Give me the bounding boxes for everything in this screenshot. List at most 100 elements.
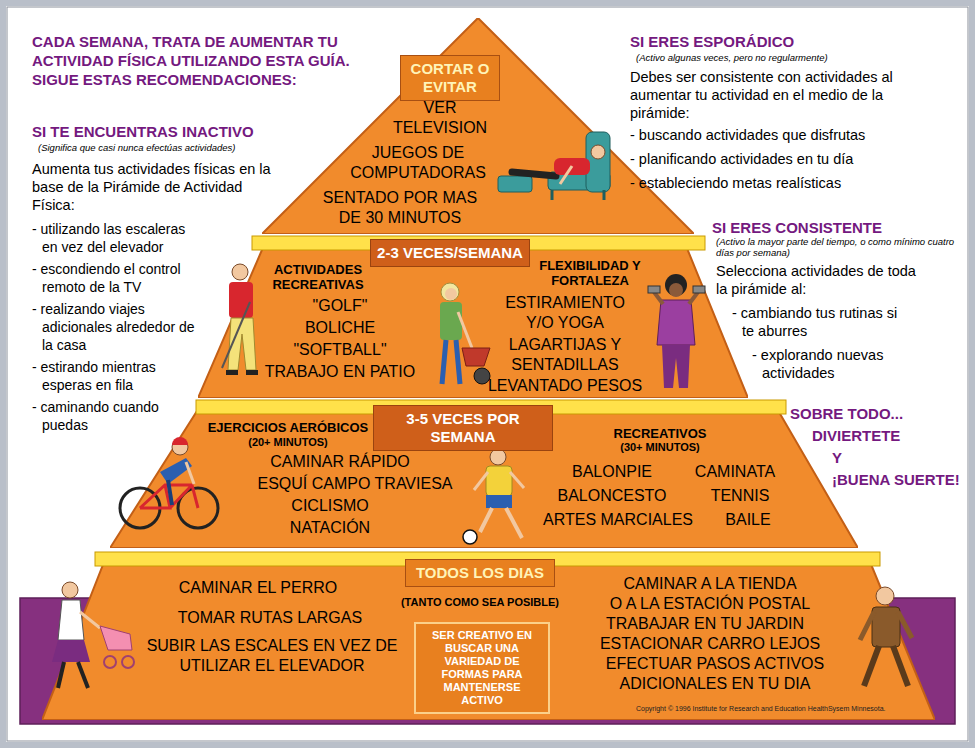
label-slot: - planificando actividades en tu día: [630, 150, 930, 168]
side-note: - explorando nuevas actividades: [752, 346, 922, 382]
side-note: Y: [832, 448, 872, 467]
text-slot: JUEGOS DE COMPUTADORAS: [343, 143, 493, 183]
label-slot: DIVIERTETE: [812, 426, 952, 445]
text-slot: ESTACIONAR CARRO LEJOS: [580, 634, 840, 654]
weightlifter: [689, 292, 698, 304]
woman-stroller: [80, 612, 100, 628]
text-slot: ESQUÍ CAMPO TRAVIESA: [225, 474, 485, 494]
pyramid-tier: VER TELEVISION JUEGOS DE COMPUTADORAS SENT…: [262, 18, 694, 234]
activity-text: VER TELEVISION: [385, 98, 495, 138]
gardener-wheelbarrow: [441, 283, 459, 301]
text-slot: VER TELEVISION: [385, 98, 495, 138]
side-note: - planificando actividades en tu día: [630, 150, 930, 168]
text-slot: BALONPIE: [552, 462, 672, 482]
activity-text: EFECTUAR PASOS ACTIVOS: [585, 654, 845, 674]
walking-man: [864, 646, 879, 686]
walking-man: [860, 587, 912, 686]
text-slot: CICLISMO: [270, 496, 390, 516]
text-slot: ARTES MARCIALES: [533, 510, 703, 530]
text-slot: CAMINAR A LA TIENDA: [580, 574, 840, 594]
armchair: [498, 176, 532, 192]
tv-watcher: [512, 172, 556, 176]
side-note: Aumenta tus actividades físicas en la ba…: [32, 160, 277, 214]
label-slot: SI TE ENCUENTRAS INACTIVO: [32, 122, 332, 141]
label-slot: (Activo la mayor parte del tiempo, o com…: [716, 236, 961, 258]
activity-text: BAILE: [708, 510, 788, 530]
gardener-wheelbarrow: [456, 340, 460, 384]
text-slot: "GOLF": [240, 296, 440, 316]
woman-stroller: [78, 662, 88, 688]
side-note: SI TE ENCUENTRAS INACTIVO: [32, 122, 332, 141]
weightlifter: [648, 286, 660, 293]
text-slot: CAMINAR RÁPIDO: [230, 452, 450, 472]
side-note: SI ERES CONSISTENTE: [712, 218, 962, 237]
text-slot: TOMAR RUTAS LARGAS: [160, 608, 380, 628]
tv-watcher: [560, 166, 572, 184]
soccer-player: [510, 472, 524, 488]
side-note: - escondiendo el control remoto de la TV: [32, 260, 197, 296]
woman-stroller: [58, 600, 84, 640]
box-text: 2-3 VECES/SEMANA: [377, 244, 523, 262]
activity-text: FLEXIBILIDAD Y FORTALEZA: [525, 258, 655, 288]
weightlifter: [665, 274, 687, 296]
activity-text: SENTADO POR MAS DE 30 MINUTOS: [320, 188, 480, 228]
activity-text: JUEGOS DE COMPUTADORAS: [343, 143, 493, 183]
woman-stroller: [100, 626, 132, 650]
poster-title: CADA SEMANA, TRATA DE AUMENTAR TU ACTIVI…: [32, 32, 362, 89]
box-text: SER CREATIVO EN BUSCAR UNA VARIEDAD DE F…: [422, 629, 542, 707]
side-note: Copyright © 1996 Institute for Research …: [636, 704, 936, 713]
tier-header-box: TODOS LOS DIAS: [405, 559, 555, 587]
soccer-player: [486, 466, 512, 496]
side-note: DIVIERTETE: [812, 426, 952, 445]
woman-stroller: [122, 656, 134, 668]
side-note: (Activo la mayor parte del tiempo, o com…: [716, 236, 961, 258]
ledge-band: [196, 400, 786, 414]
label-slot: Y: [832, 448, 872, 467]
tier-shape: [110, 400, 858, 548]
tier-header-box: CORTAR O EVITAR: [400, 55, 500, 101]
label-slot: - utilizando las escaleras en vez del el…: [32, 220, 197, 256]
activity-text: NATACIÓN: [270, 518, 390, 538]
armchair: [603, 190, 606, 200]
activity-text: CICLISMO: [270, 496, 390, 516]
woman-stroller: [52, 640, 90, 662]
activity-text: TOMAR RUTAS LARGAS: [160, 608, 380, 628]
side-note: - realizando viajes adicionales alrededo…: [32, 300, 197, 354]
text-slot: BAILE: [708, 510, 788, 530]
activity-text: (TANTO COMO SEA POSIBLE): [380, 596, 580, 609]
weightlifter: [662, 345, 690, 388]
golfer: [226, 370, 238, 375]
label-slot: - realizando viajes adicionales alrededo…: [32, 300, 197, 354]
side-note: Selecciona actividades de toda la pirámi…: [716, 262, 916, 298]
activity-text: "SOFTBALL": [240, 340, 440, 360]
ledge-band: [95, 552, 880, 566]
activity-text: TRABAJO EN PATIO: [240, 362, 440, 382]
label-slot: Debes ser consistente con actividades al…: [630, 68, 902, 122]
soccer-player: [506, 508, 522, 538]
activity-text: TRABAJAR EN TU JARDIN: [575, 614, 835, 634]
activity-text: BALONPIE: [552, 462, 672, 482]
activity-text: ESTACIONAR CARRO LEJOS: [580, 634, 840, 654]
activity-text: BALONCESTO: [547, 486, 677, 506]
label-slot: Copyright © 1996 Institute for Research …: [636, 704, 936, 713]
activity-text: "GOLF": [240, 296, 440, 316]
gardener-wheelbarrow: [445, 288, 457, 300]
activity-text: LAGARTIJAS Y SENTADILLAS: [498, 335, 633, 375]
activity-text: EJERCICIOS AERÓBICOS: [198, 420, 378, 435]
activity-text: O A LA ESTACIÓN POSTAL: [580, 594, 840, 614]
label-slot: (Activo algunas veces, pero no regularme…: [636, 52, 936, 63]
woman-stroller: [62, 582, 78, 598]
activity-text: CAMINAR RÁPIDO: [230, 452, 450, 472]
golfer: [229, 282, 253, 318]
soccer-player: [463, 449, 524, 544]
text-slot: ADICIONALES EN TU DIA: [585, 674, 845, 694]
box-text: TODOS LOS DIAS: [412, 564, 548, 582]
side-note: SOBRE TODO...: [790, 404, 960, 423]
box-text: CORTAR O EVITAR: [407, 60, 493, 96]
text-slot: BALONCESTO: [547, 486, 677, 506]
text-slot: (TANTO COMO SEA POSIBLE): [380, 596, 580, 609]
label-slot: ¡BUENA SUERTE!: [832, 470, 964, 489]
activity-text: TENNIS: [695, 486, 785, 506]
ledge-band: [95, 236, 880, 566]
